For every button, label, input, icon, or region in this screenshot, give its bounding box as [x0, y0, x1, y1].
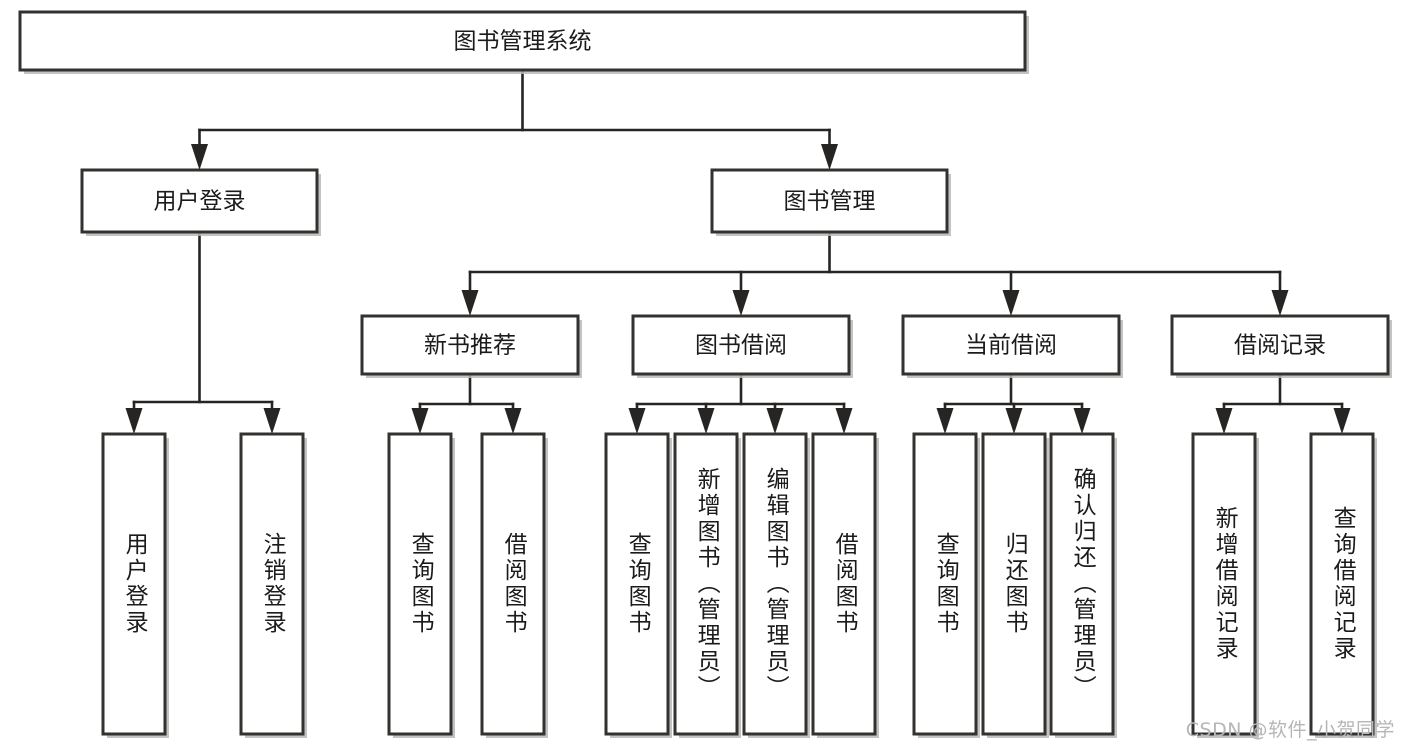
node-box-user-login[interactable] [80, 168, 319, 234]
node-box-leaf-confirm-return[interactable] [1049, 432, 1115, 736]
node-box-leaf-return-book[interactable] [981, 432, 1047, 736]
node-box-leaf-logout[interactable] [239, 432, 305, 736]
node-box-current-borrow[interactable] [901, 314, 1121, 376]
node-box-new-book-rec[interactable] [360, 314, 580, 376]
node-label-book-borrow: 图书借阅 [695, 333, 787, 359]
node-label-user-login: 用户登录 [154, 189, 246, 215]
node-box-leaf-add-record[interactable] [1191, 432, 1257, 736]
node-box-root[interactable] [18, 10, 1027, 72]
node-box-book-manage[interactable] [710, 168, 949, 234]
node-box-leaf-borrow-book[interactable] [811, 432, 877, 736]
node-label-borrow-record: 借阅记录 [1234, 333, 1326, 359]
node-label-current-borrow: 当前借阅 [965, 333, 1057, 359]
node-box-leaf-user-login[interactable] [101, 432, 167, 736]
node-box-leaf-query-book-rec[interactable] [387, 432, 453, 736]
node-label-root: 图书管理系统 [454, 29, 592, 55]
node-box-leaf-edit-book[interactable] [742, 432, 808, 736]
node-box-borrow-record[interactable] [1170, 314, 1390, 376]
watermark-text: CSDN @软件_小贺同学 [1185, 719, 1395, 741]
node-label-new-book-rec: 新书推荐 [424, 333, 516, 359]
node-box-leaf-query-book-borrow[interactable] [604, 432, 670, 736]
node-box-leaf-borrow-book-rec[interactable] [480, 432, 546, 736]
edges-layer [125, 68, 1351, 434]
node-box-leaf-query-record[interactable] [1309, 432, 1375, 736]
node-box-leaf-query-book-cur[interactable] [912, 432, 978, 736]
node-label-book-manage: 图书管理 [784, 189, 876, 215]
node-box-leaf-add-book[interactable] [673, 432, 739, 736]
node-box-book-borrow[interactable] [631, 314, 851, 376]
nodes-layer [18, 10, 1392, 738]
